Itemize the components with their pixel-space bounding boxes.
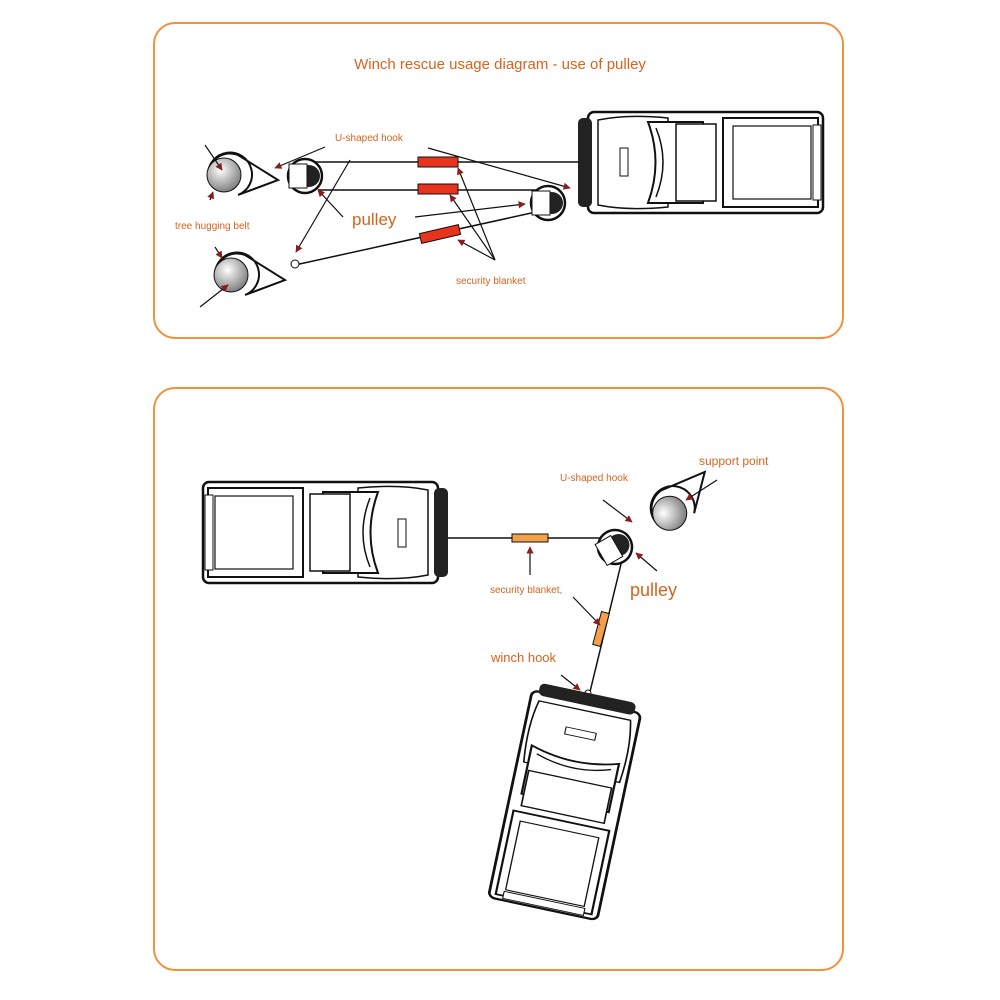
top-panel bbox=[153, 22, 844, 339]
label-security-blanket-bottom: security blanket, bbox=[490, 585, 562, 596]
label-security-blanket-top: security blanket bbox=[456, 276, 526, 287]
top-truck bbox=[576, 110, 825, 215]
top-arrows bbox=[199, 144, 571, 308]
label-pulley-bottom: pulley bbox=[630, 580, 677, 600]
tree-hugging-belt-top bbox=[206, 151, 279, 196]
pulley-bottom bbox=[590, 522, 640, 572]
pulley-left bbox=[286, 157, 324, 195]
label-pulley-top: pulley bbox=[352, 210, 397, 229]
bottom-arrows bbox=[526, 479, 718, 691]
hook-ring bbox=[290, 259, 300, 269]
tree-hugging-belt-bottom bbox=[213, 251, 286, 296]
pulley-right bbox=[529, 184, 567, 222]
label-u-shaped-hook-bottom: U-shaped hook bbox=[560, 473, 629, 484]
support-point-loop bbox=[640, 455, 719, 540]
label-u-shaped-hook-top: U-shaped hook bbox=[335, 133, 404, 144]
label-tree-hugging-belt: tree hugging belt bbox=[175, 221, 250, 232]
label-winch-hook: winch hook bbox=[490, 650, 557, 665]
security-blankets-bottom bbox=[511, 533, 610, 648]
bottom-ropes bbox=[448, 537, 623, 701]
label-support-point: support point bbox=[699, 454, 769, 468]
bottom-panel bbox=[153, 387, 844, 971]
diagram-title: Winch rescue usage diagram - use of pull… bbox=[354, 56, 646, 73]
bottom-truck bbox=[486, 680, 645, 922]
bottom-left-truck bbox=[201, 480, 450, 585]
security-blankets-top bbox=[417, 156, 462, 244]
